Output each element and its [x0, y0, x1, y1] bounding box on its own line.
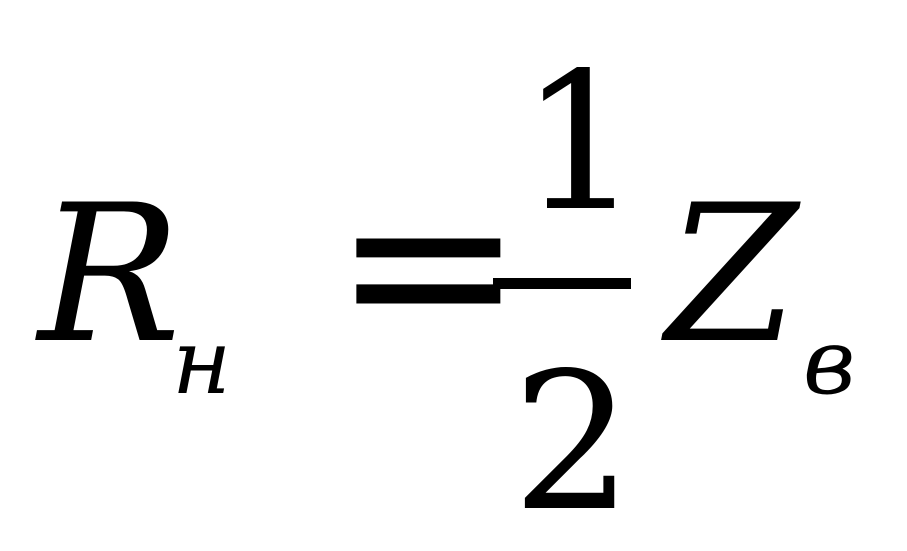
equals-sign: = [332, 131, 525, 398]
rhs-subscript: в [803, 310, 856, 415]
rhs-symbol: Z [666, 164, 799, 385]
lhs-symbol: R [38, 164, 182, 385]
lhs-subscript: н [172, 310, 232, 415]
fraction-denominator: 2 [512, 332, 633, 551]
fraction-numerator: 1 [520, 32, 641, 253]
fraction-bar [493, 278, 631, 289]
